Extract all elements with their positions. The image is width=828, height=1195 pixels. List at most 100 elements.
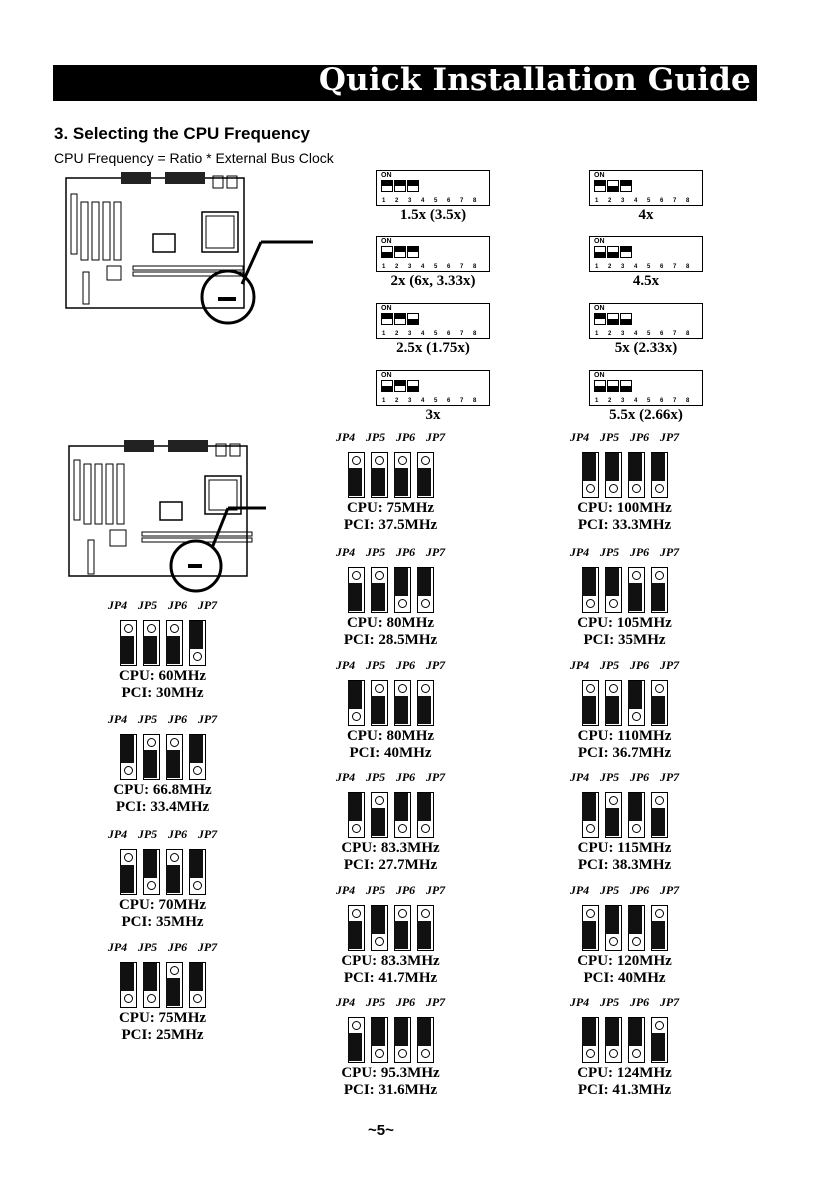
dip-switch	[607, 380, 619, 392]
jumper-header: JP4	[335, 545, 356, 559]
dip-switch-knob	[382, 386, 392, 391]
jumper-header: JP7	[659, 545, 680, 559]
jumper-pin	[631, 1049, 641, 1058]
jumper-pin	[146, 738, 156, 747]
jumper-pin	[585, 909, 595, 918]
jumper-pin	[169, 853, 179, 862]
jumper-block	[393, 905, 411, 951]
jumper-pin	[351, 824, 361, 833]
jumper-row	[100, 620, 225, 666]
jumper-pin	[420, 684, 430, 693]
dip-switch	[620, 313, 632, 325]
jumper-cap	[347, 468, 362, 496]
cpu-frequency-label: CPU: 105MHz	[577, 615, 672, 631]
jumper-header: JP7	[197, 827, 218, 841]
jumper-cap	[416, 921, 431, 949]
jumper-row	[100, 962, 225, 1008]
jumper-row	[328, 905, 453, 951]
jumper-block	[165, 620, 183, 666]
jumper-pin	[654, 1021, 664, 1030]
jumper-header: JP5	[599, 430, 620, 444]
jumper-block	[604, 680, 622, 726]
jumper-header: JP4	[107, 940, 128, 954]
cpu-frequency-label: CPU: 120MHz	[577, 953, 672, 969]
jumper-header: JP6	[395, 430, 416, 444]
jumper-block	[142, 962, 160, 1008]
dip-ratio-label: 1.5x (3.5x)	[399, 207, 467, 223]
jumper-cap	[650, 1033, 665, 1061]
jumper-header: JP5	[599, 770, 620, 784]
dip-switch-knob	[595, 314, 605, 319]
jumper-block	[347, 452, 365, 498]
jumper-header: JP6	[629, 770, 650, 784]
jumper-block	[604, 1017, 622, 1063]
pci-frequency-label: PCI: 33.3MHz	[577, 517, 672, 533]
pci-frequency-label: PCI: 41.3MHz	[577, 1082, 672, 1098]
jumper-row	[328, 452, 453, 498]
jumper-cap	[347, 1033, 362, 1061]
dip-on-label: ON	[381, 305, 392, 312]
jumper-cap	[393, 568, 408, 596]
jumper-cap	[604, 568, 619, 596]
jumper-block	[119, 734, 137, 780]
jumper-cap	[142, 963, 157, 991]
jumper-cap	[393, 696, 408, 724]
jumper-cap	[650, 696, 665, 724]
cpu-frequency-label: CPU: 83.3MHz	[341, 840, 440, 856]
dip-switch-knob	[408, 247, 418, 252]
dip-switch	[381, 180, 393, 192]
dip-switch	[607, 180, 619, 192]
jumper-block	[604, 905, 622, 951]
jumper-cap	[604, 453, 619, 481]
jumper-block	[627, 905, 645, 951]
jumper-cap	[627, 793, 642, 821]
jumper-block	[393, 1017, 411, 1063]
jumper-block	[188, 962, 206, 1008]
jumper-block	[393, 567, 411, 613]
jumper-pin	[374, 796, 384, 805]
jumper-pin	[397, 1049, 407, 1058]
dip-on-label: ON	[594, 372, 605, 379]
jumper-block	[650, 905, 668, 951]
jumper-block	[581, 1017, 599, 1063]
jumper-cap	[581, 696, 596, 724]
jumper-header: JP4	[335, 430, 356, 444]
jumper-cap	[370, 906, 385, 934]
jumper-row	[100, 849, 225, 895]
dip-switch-knob	[382, 314, 392, 319]
jumper-block	[627, 680, 645, 726]
jumper-pin	[654, 909, 664, 918]
jumper-pin	[374, 937, 384, 946]
jumper-header: JP7	[425, 770, 446, 784]
dip-switch	[607, 313, 619, 325]
cpu-frequency-label: CPU: 75MHz	[346, 500, 435, 516]
cpu-frequency-label: CPU: 70MHz	[118, 897, 207, 913]
jumper-block	[604, 567, 622, 613]
jumper-block	[416, 1017, 434, 1063]
jumper-pin	[397, 684, 407, 693]
jumper-pin	[397, 824, 407, 833]
jumper-block	[142, 620, 160, 666]
jumper-block	[581, 567, 599, 613]
dip-switch-knob	[621, 386, 631, 391]
jumper-header: JP4	[569, 658, 590, 672]
jumper-cap	[142, 850, 157, 878]
jumper-pin	[374, 1049, 384, 1058]
pci-frequency-label: PCI: 27.7MHz	[343, 857, 438, 873]
jumper-block	[627, 452, 645, 498]
jumper-pin	[351, 1021, 361, 1030]
jumper-cap	[347, 681, 362, 709]
jumper-pin	[146, 624, 156, 633]
jumper-cap	[119, 865, 134, 893]
dip-ratio-label: 4.5x	[632, 273, 660, 289]
